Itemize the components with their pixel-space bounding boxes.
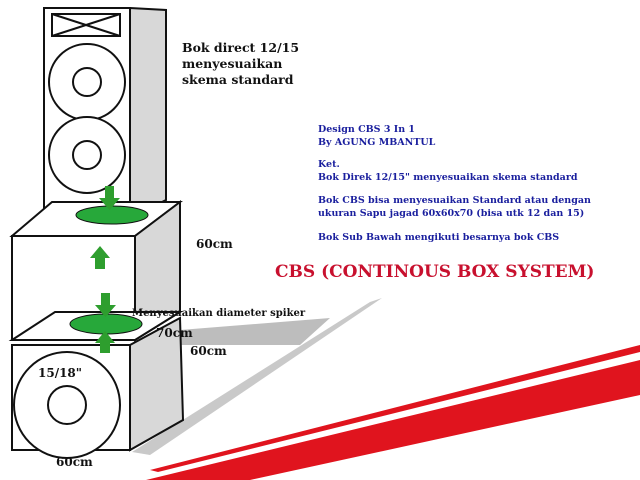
sub-woofer-label: 15/18"	[38, 366, 83, 380]
horn-tweeter-icon	[51, 13, 121, 37]
note-item-3: Bok Sub Bawah mengikuti besarnya bok CBS	[318, 232, 560, 243]
stack-shadow-upper	[180, 318, 330, 345]
bass-port-icon	[75, 205, 149, 225]
design-title: Design CBS 3 In 1	[318, 124, 416, 135]
sub-depth-label: 60cm	[190, 344, 227, 358]
sub-width-label: 60cm	[56, 455, 93, 469]
note-item-2a: Bok CBS bisa menyesuaikan Standard atau …	[318, 195, 591, 206]
arrow-down-icon	[99, 186, 120, 210]
ket-label: Ket.	[318, 159, 340, 170]
arrow-up-icon	[90, 246, 110, 269]
arrow-up-icon	[95, 331, 115, 353]
speaker-cone-icon	[48, 43, 126, 121]
author-line: By AGUNG MBANTUL	[318, 137, 436, 148]
sub-box	[11, 316, 185, 459]
top-box-label: Bok direct 12/15 menyesuaikan skema stan…	[182, 40, 300, 87]
arrow-down-icon	[95, 293, 116, 317]
red-stripes-decoration	[146, 345, 640, 480]
note-item-1: Bok Direk 12/15" menyesuaikan skema stan…	[318, 172, 578, 183]
note-item-2b: ukuran Sapu jagad 60x60x70 (bisa utk 12 …	[318, 208, 585, 219]
cbs-title: CBS (CONTINOUS BOX SYSTEM)	[275, 262, 595, 282]
stack-shadow	[132, 298, 382, 455]
cbs-depth-label: 70cm	[156, 326, 193, 340]
speaker-cone-icon	[48, 116, 126, 194]
cbs-middle-box	[8, 199, 184, 342]
cbs-width-label: 60cm	[196, 237, 233, 251]
speaker-cone-icon	[13, 351, 121, 459]
spiker-note-label: Menyesuaikan diameter spiker	[132, 308, 306, 319]
